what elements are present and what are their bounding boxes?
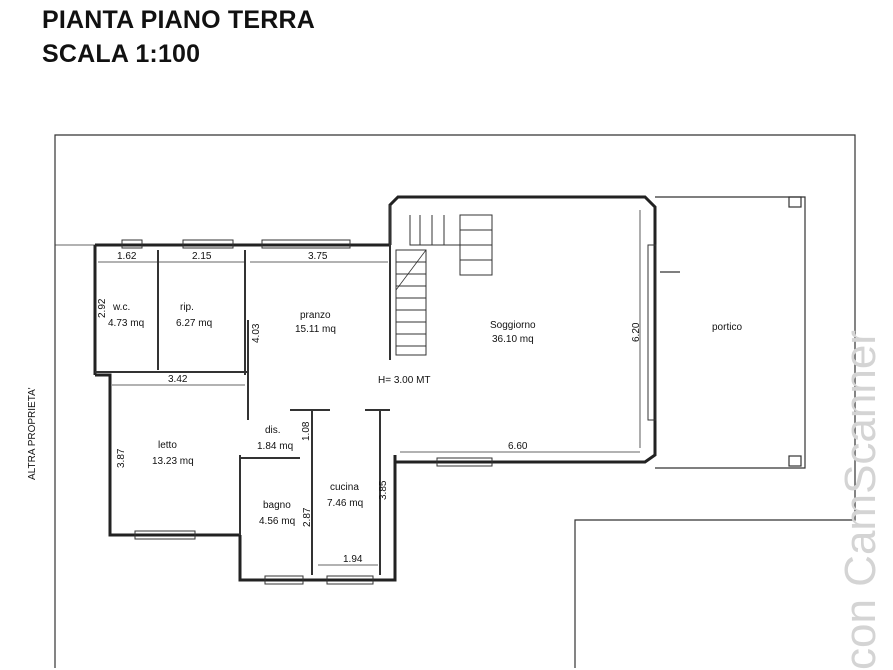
room-dis-area: 1.84 mq <box>257 441 293 452</box>
room-letto-name: letto <box>158 440 177 451</box>
dim-wc-depth: 2.92 <box>97 298 108 318</box>
room-rip-name: rip. <box>180 302 194 313</box>
room-bagno-area: 4.56 mq <box>259 516 295 527</box>
dim-bagno-depth: 2.87 <box>302 507 313 527</box>
room-wc-area: 4.73 mq <box>108 318 144 329</box>
neighbor-label: ALTRA PROPRIETA' <box>27 387 38 480</box>
room-letto-area: 13.23 mq <box>152 456 194 467</box>
dimension-lines <box>98 210 641 566</box>
dim-letto-width: 3.42 <box>168 374 188 385</box>
dim-cucina-depth: 3.85 <box>378 480 389 500</box>
room-bagno-name: bagno <box>263 500 291 511</box>
lot-boundary <box>54 134 856 668</box>
windows <box>121 239 657 585</box>
dim-pranzo-depth: 4.03 <box>251 323 262 343</box>
room-portico-name: portico <box>712 322 742 333</box>
dim-soggiorno-width: 6.60 <box>508 441 528 452</box>
exterior-walls <box>93 195 657 582</box>
room-wc-name: w.c. <box>112 302 130 313</box>
room-cucina-name: cucina <box>330 482 359 493</box>
room-soggiorno-name: Soggiorno <box>490 320 536 331</box>
room-pranzo-area: 15.11 mq <box>295 324 336 335</box>
room-cucina-area: 7.46 mq <box>327 498 363 509</box>
room-rip-area: 6.27 mq <box>176 318 212 329</box>
interior-walls <box>95 205 391 575</box>
portico-outline <box>655 196 806 469</box>
watermark-text: con CamScanner <box>836 330 885 670</box>
plan-title: PIANTA PIANO TERRA <box>42 6 316 34</box>
dim-pranzo-width: 3.75 <box>308 251 328 262</box>
dim-dis-depth: 1.08 <box>301 421 312 441</box>
room-soggiorno-area: 36.10 mq <box>492 334 534 345</box>
staircase <box>395 214 493 356</box>
plan-scale: SCALA 1:100 <box>42 40 201 68</box>
room-dis-name: dis. <box>265 425 281 436</box>
ceiling-height: H= 3.00 MT <box>378 375 431 386</box>
dim-rip-width: 2.15 <box>192 251 212 262</box>
dim-wc-width: 1.62 <box>117 251 137 262</box>
dim-cucina-width: 1.94 <box>343 554 363 565</box>
dim-soggiorno-depth: 6.20 <box>631 322 642 342</box>
room-pranzo-name: pranzo <box>300 310 331 321</box>
dim-letto-depth: 3.87 <box>116 448 127 468</box>
